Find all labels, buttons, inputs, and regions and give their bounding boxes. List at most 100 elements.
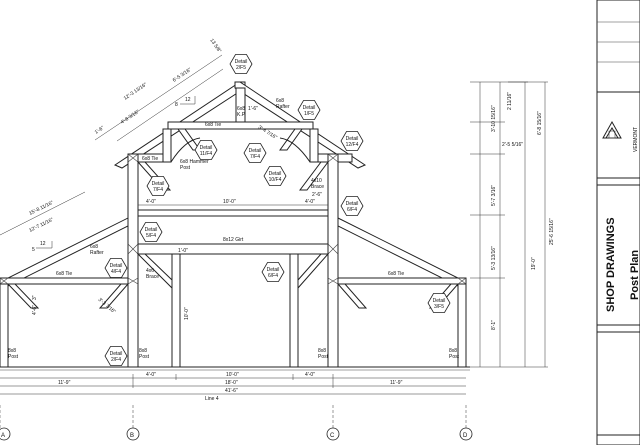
detail-ref: 2/F4 bbox=[111, 357, 121, 363]
label-tie-mid: 6x8 Tie bbox=[142, 156, 158, 162]
dim-d18: 1'-0" bbox=[178, 248, 188, 254]
detail-label: Detail bbox=[110, 263, 123, 269]
pitch2-rise: 5 bbox=[32, 247, 35, 253]
grid-marker-c: C bbox=[326, 427, 340, 441]
svg-text:D: D bbox=[463, 433, 468, 439]
top-tie bbox=[167, 121, 314, 130]
post-a bbox=[0, 283, 9, 368]
detail-ref: 6/F4 bbox=[347, 207, 357, 213]
dim-d22: 8'-1" bbox=[491, 320, 497, 330]
dim-d17: 12'-7 11/16" bbox=[28, 217, 54, 234]
main-girt bbox=[137, 243, 329, 255]
dim-d11: 10'-0" bbox=[223, 199, 236, 205]
detail-ref: 10/F4 bbox=[269, 177, 282, 183]
detail-ref: 1/F5 bbox=[304, 111, 314, 117]
detail-label: Detail bbox=[346, 201, 359, 207]
detail-label: Detail bbox=[145, 227, 158, 233]
shop-drawings-title: SHOP DRAWINGS bbox=[605, 217, 617, 312]
detail-callouts: Detail2/F5Detail1/F5Detail11/F4Detail7/F… bbox=[104, 54, 451, 366]
label-tie-left: 6x8 Tie bbox=[56, 271, 72, 277]
dim-d29: 11'-9" bbox=[58, 380, 71, 386]
label-girt: 8x12 Girt bbox=[223, 237, 244, 243]
detail-ref: 7/F4 bbox=[153, 187, 163, 193]
grid-markers: A B C D bbox=[0, 405, 473, 441]
vendor-label: VERMONT bbox=[633, 127, 639, 152]
dim-d31: 11'-9" bbox=[390, 380, 403, 386]
detail-label: Detail bbox=[152, 181, 165, 187]
dim-d20: 25'-6 15/16" bbox=[549, 218, 555, 245]
timber-frame bbox=[0, 81, 470, 371]
dim-d14: 2'-6" bbox=[312, 192, 322, 198]
title-block: VERMONT SHOP DRAWINGS Post Plan bbox=[596, 0, 640, 445]
svg-text:A: A bbox=[1, 433, 5, 439]
dim-d8: 6'-8 15/16" bbox=[537, 111, 543, 135]
detail-ref: 3/F5 bbox=[434, 304, 444, 310]
detail-ref: 12/F4 bbox=[346, 142, 359, 148]
dim-d35: 1'-6" bbox=[248, 106, 258, 112]
dim-d19: 5'-3 13/16" bbox=[491, 246, 497, 270]
detail-ref: 7/F4 bbox=[250, 154, 260, 160]
dim-d27: 10'-0" bbox=[226, 372, 239, 378]
detail-label: Detail bbox=[235, 59, 248, 65]
dim-d5: 1'-6" bbox=[94, 125, 106, 136]
detail-label: Detail bbox=[200, 145, 213, 151]
detail-label: Detail bbox=[346, 136, 359, 142]
dim-d21: 19'-0" bbox=[531, 257, 537, 270]
company-logo bbox=[602, 120, 622, 139]
pitch-rise: 8 bbox=[175, 102, 178, 108]
pitch2-run: 12 bbox=[40, 241, 46, 247]
detail-label: Detail bbox=[249, 148, 262, 154]
tie-right bbox=[337, 277, 467, 285]
dim-d9: 2'-5 5/16" bbox=[502, 142, 523, 148]
dim-d25: 10'-0" bbox=[184, 307, 190, 320]
detail-label: Detail bbox=[110, 351, 123, 357]
grid-marker-a: A bbox=[0, 427, 11, 441]
detail-ref: 11/F4 bbox=[200, 151, 213, 157]
detail-label: Detail bbox=[267, 267, 280, 273]
dim-d12: 4'-0" bbox=[305, 199, 315, 205]
dim-d33: 3" bbox=[32, 295, 38, 300]
grid-marker-d: D bbox=[459, 427, 473, 441]
post-c bbox=[327, 153, 339, 368]
dim-d10: 4'-0" bbox=[146, 199, 156, 205]
label-tie-top: 6x8 Tie bbox=[205, 122, 221, 128]
svg-text:C: C bbox=[330, 433, 335, 439]
dim-d26: 4'-0" bbox=[146, 372, 156, 378]
detail-ref: 2/F5 bbox=[236, 65, 246, 71]
dim-d7: 2 11/16" bbox=[507, 92, 513, 110]
dim-d6: 3'-10 15/16" bbox=[491, 105, 497, 132]
sheet-title: Post Plan bbox=[629, 250, 640, 300]
dim-d1: 13 5/8" bbox=[208, 38, 222, 54]
vertical-dimensions: 3'-10 15/16" 2 11/16" 6'-8 15/16" 2'-5 5… bbox=[470, 81, 555, 368]
dim-d30: 18'-0" bbox=[225, 380, 238, 386]
dim-d2: 12'-3 13/16" bbox=[123, 82, 149, 102]
dim-d28: 4'-0" bbox=[305, 372, 315, 378]
detail-ref: 6/F4 bbox=[268, 273, 278, 279]
label-line: Line 4 bbox=[205, 396, 219, 402]
pitch-run: 12 bbox=[185, 97, 191, 103]
plan-dimensions: 4'-0" 10'-0" 4'-0" 11'-9" 18'-0" 11'-9" … bbox=[0, 372, 466, 395]
dim-d4: 4'-8 3/16" bbox=[120, 109, 141, 126]
